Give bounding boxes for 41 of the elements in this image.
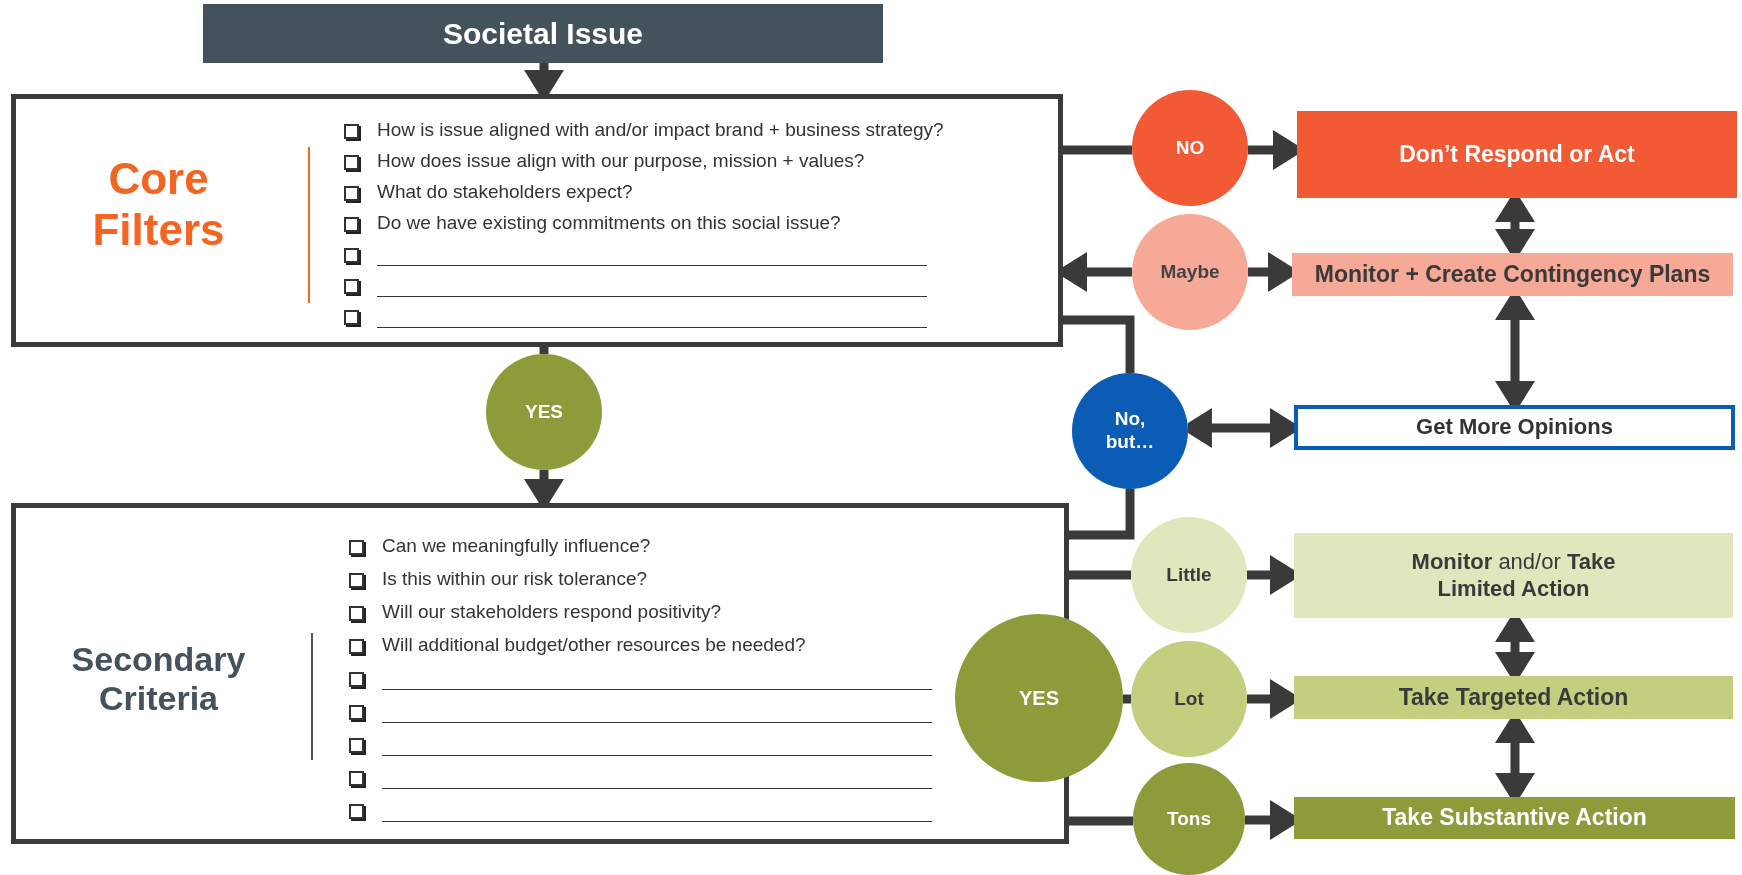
checklist-question: How is issue aligned with and/or impact brand + business strategy? xyxy=(377,119,944,141)
connector-line xyxy=(1069,489,1135,540)
circle-label: YES xyxy=(1019,686,1059,710)
box-label: Don’t Respond or Act xyxy=(1399,140,1635,169)
box-label: Take Targeted Action xyxy=(1398,683,1629,712)
checklist-question: Will our stakeholders respond positivity? xyxy=(382,601,721,623)
circle-label: Maybe xyxy=(1160,260,1220,284)
outcome-box xyxy=(1297,111,1737,198)
box-label: Societal Issue xyxy=(442,15,644,52)
checklist-question: What do stakeholders expect? xyxy=(377,181,633,203)
checklist-box xyxy=(11,503,1069,844)
circle-label: YES xyxy=(525,400,563,424)
circle-label: Little xyxy=(1166,563,1212,587)
box-label: Take Substantive Action xyxy=(1382,804,1647,832)
box-label: Monitor and/or Take Limited Action xyxy=(1410,549,1617,602)
outcome-box xyxy=(1294,797,1735,839)
checklist-question: Do we have existing commitments on this social issue? xyxy=(377,212,841,234)
outcome-box xyxy=(1294,405,1735,450)
box-label: Get More Opinions xyxy=(1416,414,1613,441)
box-label: Monitor + Create Contingency Plans xyxy=(1314,260,1711,289)
outcome-box xyxy=(1292,253,1733,296)
circle-label: Lot xyxy=(1174,687,1204,711)
checklist-question: How does issue align with our purpose, mission + values? xyxy=(377,150,865,172)
connector-line xyxy=(1063,315,1135,373)
checklist-question: Is this within our risk tolerance? xyxy=(382,568,648,590)
checklist-question: Can we meaningfully influence? xyxy=(382,535,651,557)
circle-label: Tons xyxy=(1167,807,1211,831)
connector-line xyxy=(1063,145,1133,155)
connector-line xyxy=(1069,570,1131,580)
title-box xyxy=(203,4,883,63)
checklist-box xyxy=(11,94,1063,347)
connector-line xyxy=(539,347,549,354)
outcome-box xyxy=(1294,533,1733,618)
outcome-box xyxy=(1294,676,1733,719)
connector-line xyxy=(1069,816,1134,826)
circle-label: No, but… xyxy=(1104,408,1156,454)
checklist-question: Will additional budget/other resources be needed? xyxy=(382,634,806,656)
circle-label: NO xyxy=(1175,136,1205,160)
section-heading: Core Filters xyxy=(91,154,226,256)
connector-line xyxy=(1123,694,1131,704)
section-heading: Secondary Criteria xyxy=(70,639,247,719)
